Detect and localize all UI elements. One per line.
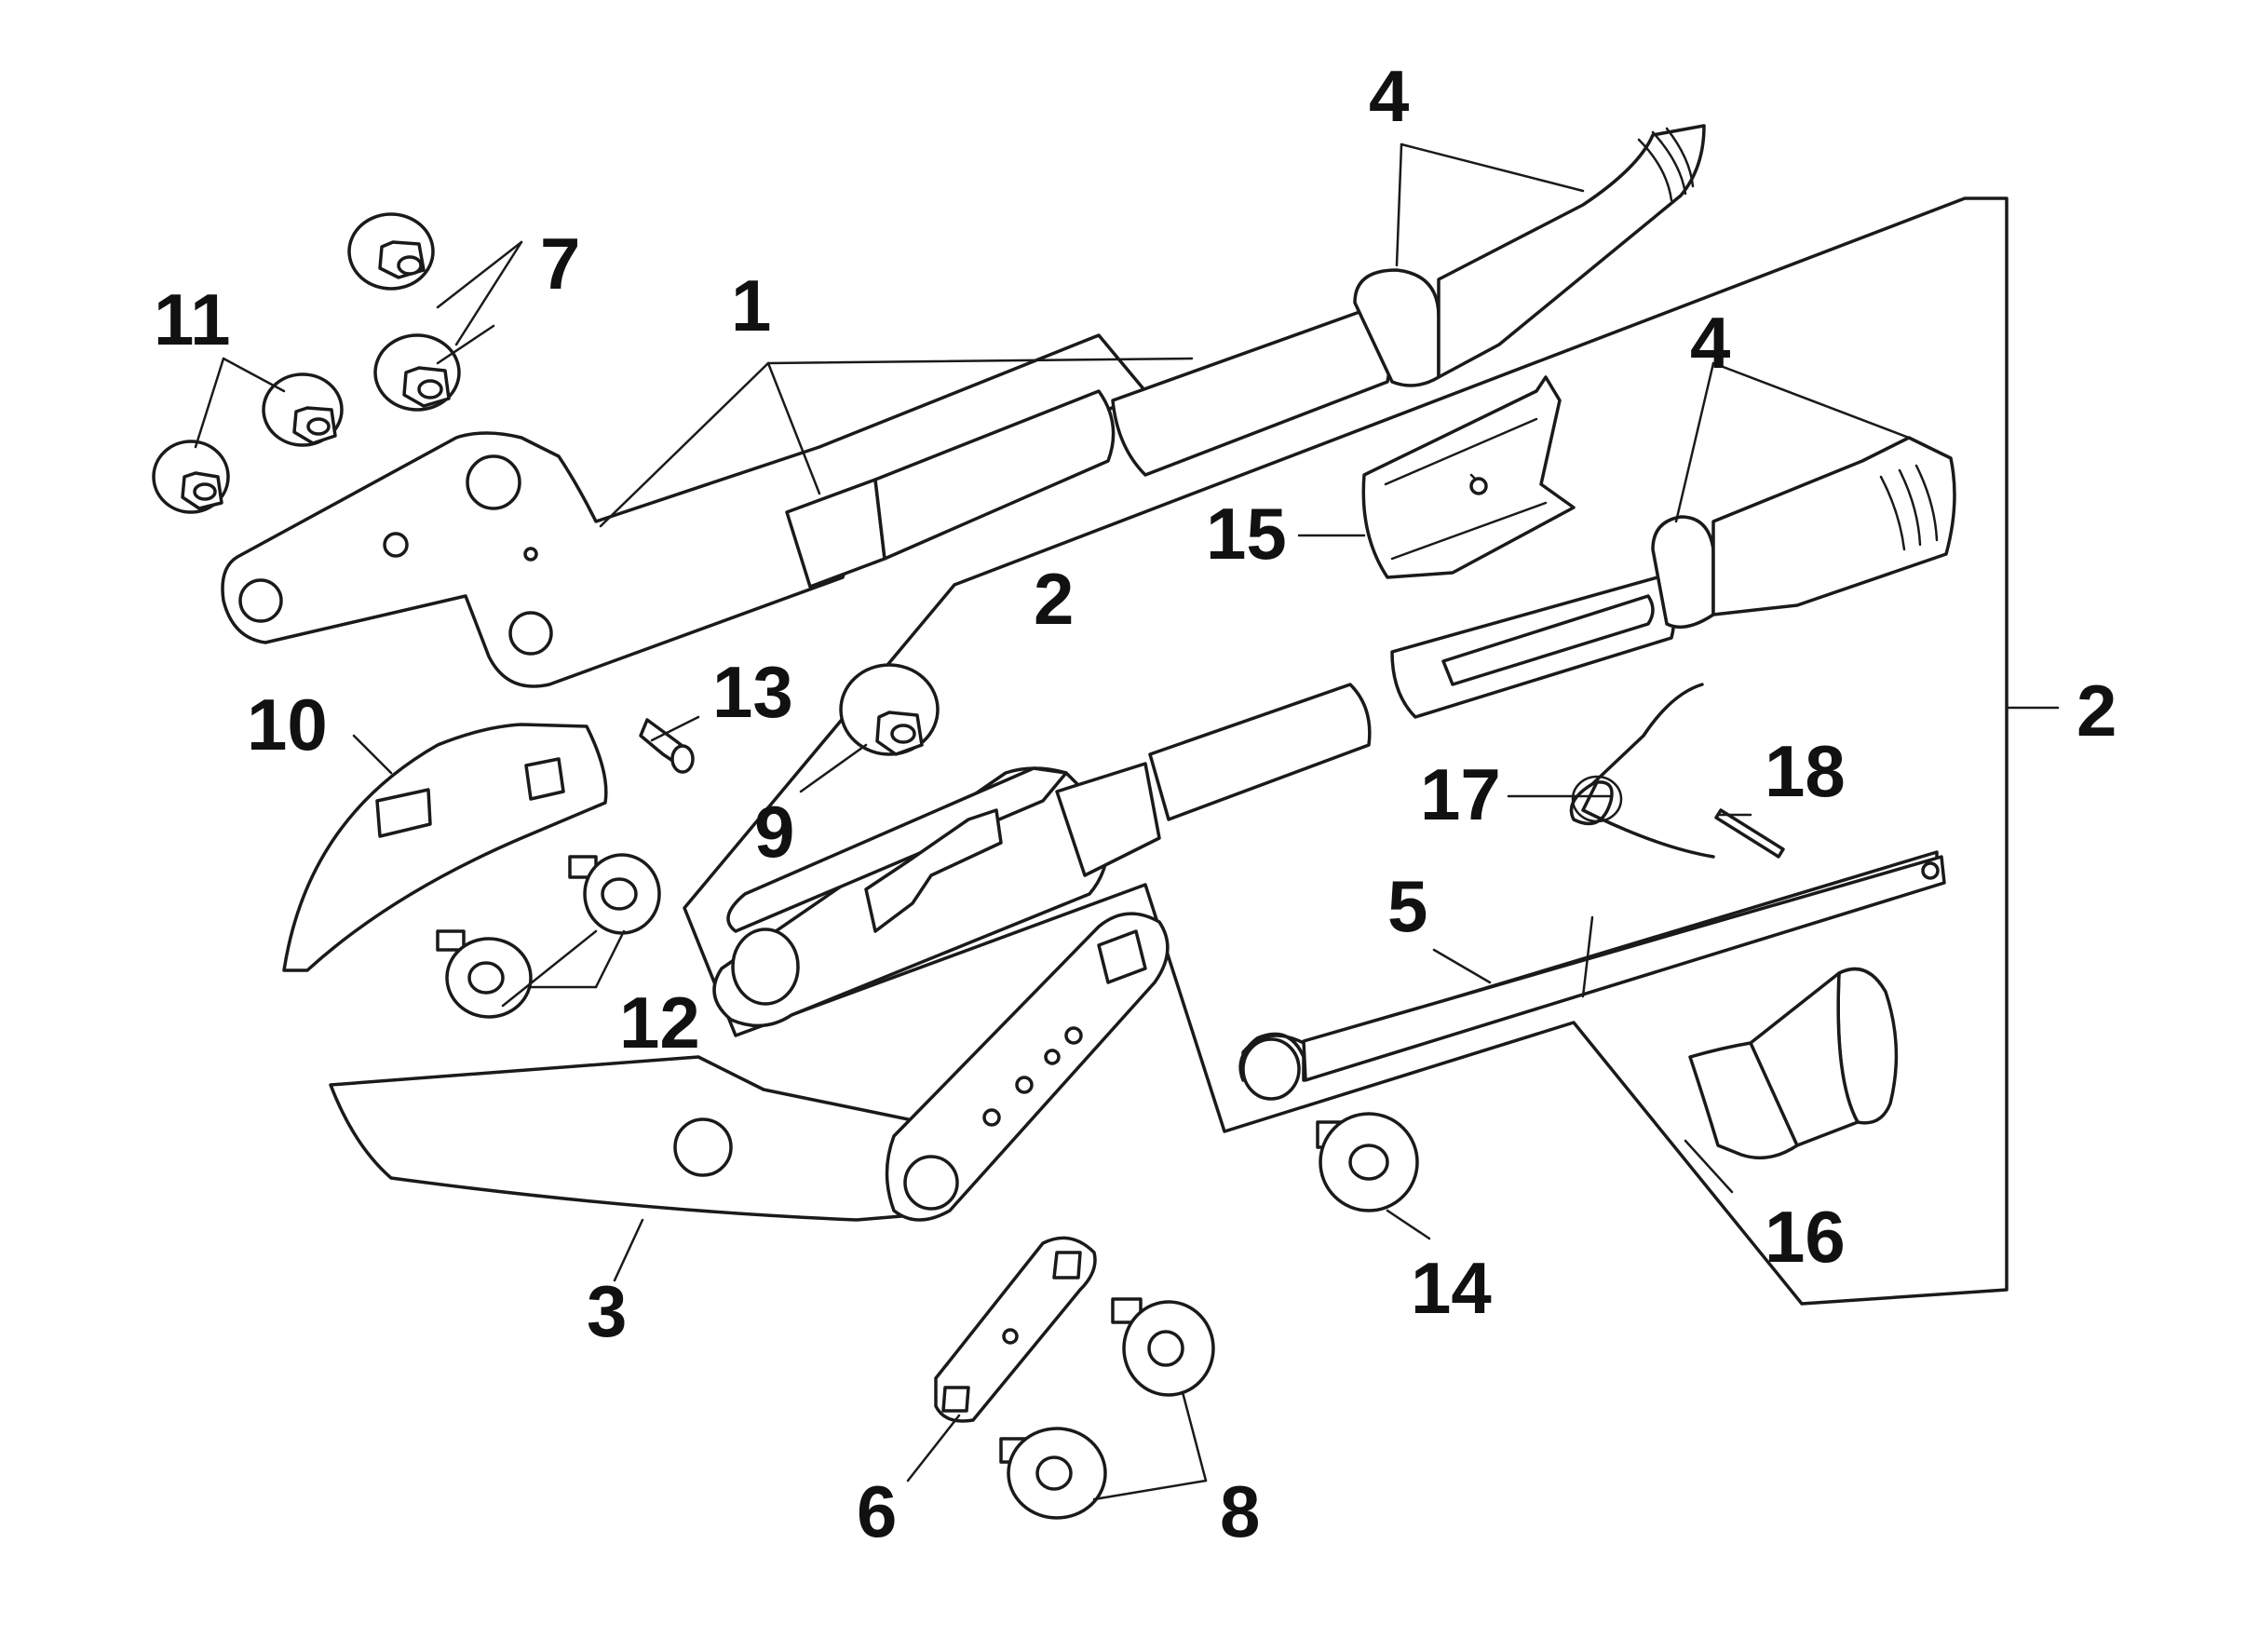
callout-18: 18 [1765, 730, 1846, 812]
callout-11: 11 [154, 278, 230, 360]
callout-3: 3 [587, 1270, 627, 1352]
callout-16: 16 [1765, 1196, 1846, 1278]
blade-3 [329, 1055, 924, 1222]
callout-2-left: 2 [1034, 558, 1074, 640]
callout-5: 5 [1387, 865, 1427, 947]
pin-13 [639, 718, 695, 774]
bolt-12-lower [436, 929, 533, 1019]
spring-17 [1569, 683, 1715, 859]
callout-14: 14 [1411, 1247, 1492, 1329]
callout-9: 9 [754, 791, 794, 873]
nut-11-left [152, 440, 230, 514]
pin-18 [1714, 808, 1785, 859]
callout-15: 15 [1206, 493, 1287, 575]
callout-6: 6 [857, 1470, 897, 1552]
link-arm [885, 912, 1170, 1222]
bolt-14 [1316, 1112, 1419, 1212]
callout-1: 1 [731, 264, 771, 346]
callout-13: 13 [712, 651, 793, 733]
leader-lines [194, 142, 2060, 1501]
callout-4-lower: 4 [1690, 302, 1730, 384]
callout-10: 10 [247, 684, 328, 765]
rod-5 [1238, 850, 1946, 1101]
sleeve-16 [1688, 967, 1899, 1160]
nut-9 [839, 663, 940, 756]
callout-2-right: 2 [2076, 670, 2117, 752]
clip-15 [1361, 375, 1576, 579]
callout-17: 17 [1420, 753, 1501, 835]
callout-7: 7 [540, 223, 580, 305]
nut-11-right [262, 372, 344, 447]
link-6 [934, 1236, 1097, 1423]
blade-10 [282, 723, 608, 972]
bolt-8-upper [1111, 1297, 1215, 1397]
callout-12: 12 [619, 982, 700, 1063]
handle-1-upper-arm [221, 124, 1706, 688]
callout-8: 8 [1220, 1470, 1260, 1552]
handle-2-lower-arm [712, 436, 1956, 1028]
nut-7-upper [347, 212, 435, 291]
bolt-12-upper [568, 853, 661, 935]
callout-4-upper: 4 [1369, 55, 1409, 137]
nut-7-lower [373, 333, 461, 412]
bolt-8-lower [999, 1427, 1107, 1520]
